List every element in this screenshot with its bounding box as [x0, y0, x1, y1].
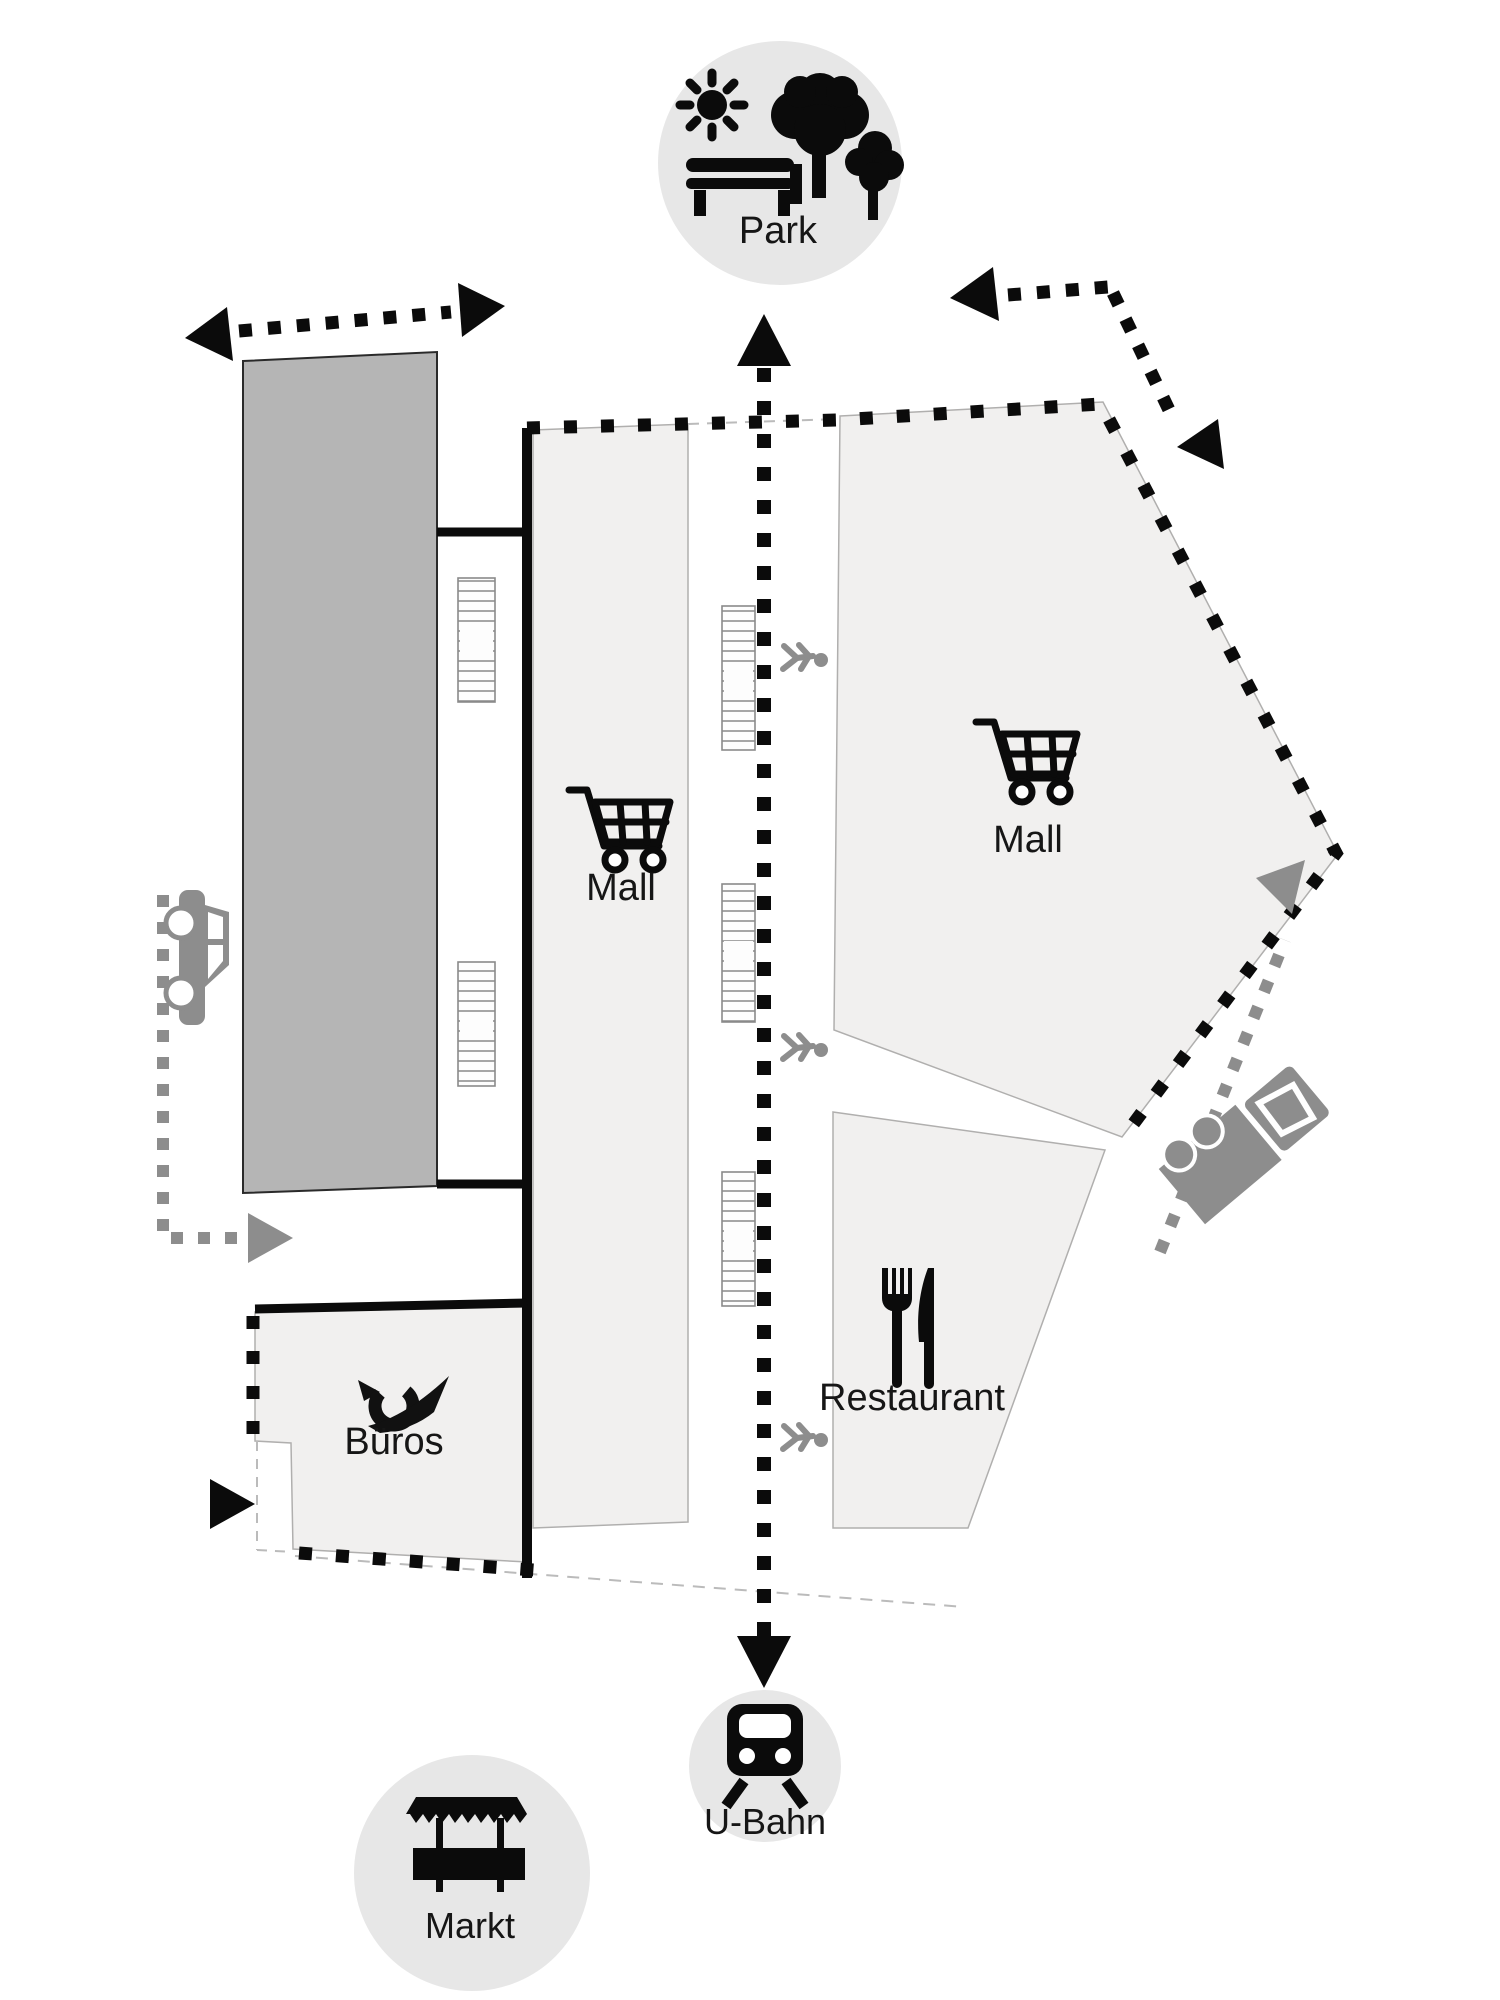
park-icon — [675, 68, 904, 220]
arrow-up-to-park — [737, 314, 791, 366]
parking-garage-building — [242, 350, 438, 1195]
arrow-entry-offices — [210, 1479, 255, 1529]
subway-node: U-Bahn — [689, 1690, 841, 1842]
shopping-cart-icon — [565, 786, 674, 874]
arrowhead-right-icon — [458, 283, 505, 337]
market-label: Markt — [425, 1905, 515, 1946]
boundary-dash-bottom — [294, 1555, 966, 1608]
boundary-dash-notch-h — [256, 1549, 294, 1553]
mall-west-building — [532, 423, 689, 1529]
posthorn-logo — [358, 1376, 449, 1433]
gray-arrowhead-right-icon — [248, 1213, 293, 1263]
gray-arrowhead-upright-icon — [1256, 860, 1305, 914]
park-node: Park — [658, 41, 904, 285]
mall-west-wall — [522, 428, 532, 1578]
fork-knife-icon — [882, 1268, 934, 1389]
restaurant-building — [832, 1111, 1107, 1529]
shopping-cart-icon — [972, 718, 1081, 806]
train-icon — [721, 1704, 809, 1810]
mall-west-label: Mall — [586, 867, 656, 909]
double-arrow-top-left — [185, 283, 505, 361]
truck-icon — [1158, 1066, 1329, 1225]
pedestrian-icon — [780, 1032, 828, 1062]
arrow-top-right — [950, 267, 1224, 469]
staircase-symbol — [721, 605, 756, 751]
market-node: Markt — [354, 1755, 590, 1991]
staircase-symbol — [721, 883, 756, 1023]
truck-route — [1154, 860, 1305, 1255]
mall-east-label: Mall — [993, 819, 1063, 861]
staircase-symbol — [457, 961, 496, 1087]
staircase-symbol — [721, 1171, 756, 1307]
pedestrian-icon — [780, 1422, 828, 1452]
offices-label: Büros — [344, 1421, 443, 1463]
arrowhead-left-icon — [950, 267, 999, 321]
car-icon — [163, 890, 229, 1025]
dotted-border-offices-bottom — [298, 1546, 548, 1578]
pedestrian-icon — [780, 642, 828, 672]
offices-top-wall — [254, 1298, 528, 1314]
staircase-symbol — [457, 577, 496, 703]
restaurant-label: Restaurant — [819, 1377, 1005, 1419]
subway-label: U-Bahn — [704, 1801, 826, 1842]
arrow-down-to-subway — [737, 1636, 791, 1688]
car-route — [157, 895, 293, 1263]
arrowhead-left-icon — [185, 307, 233, 361]
arrowhead-down-left-icon — [1177, 419, 1224, 469]
park-label: Park — [739, 210, 818, 252]
market-stall-icon — [406, 1797, 527, 1892]
